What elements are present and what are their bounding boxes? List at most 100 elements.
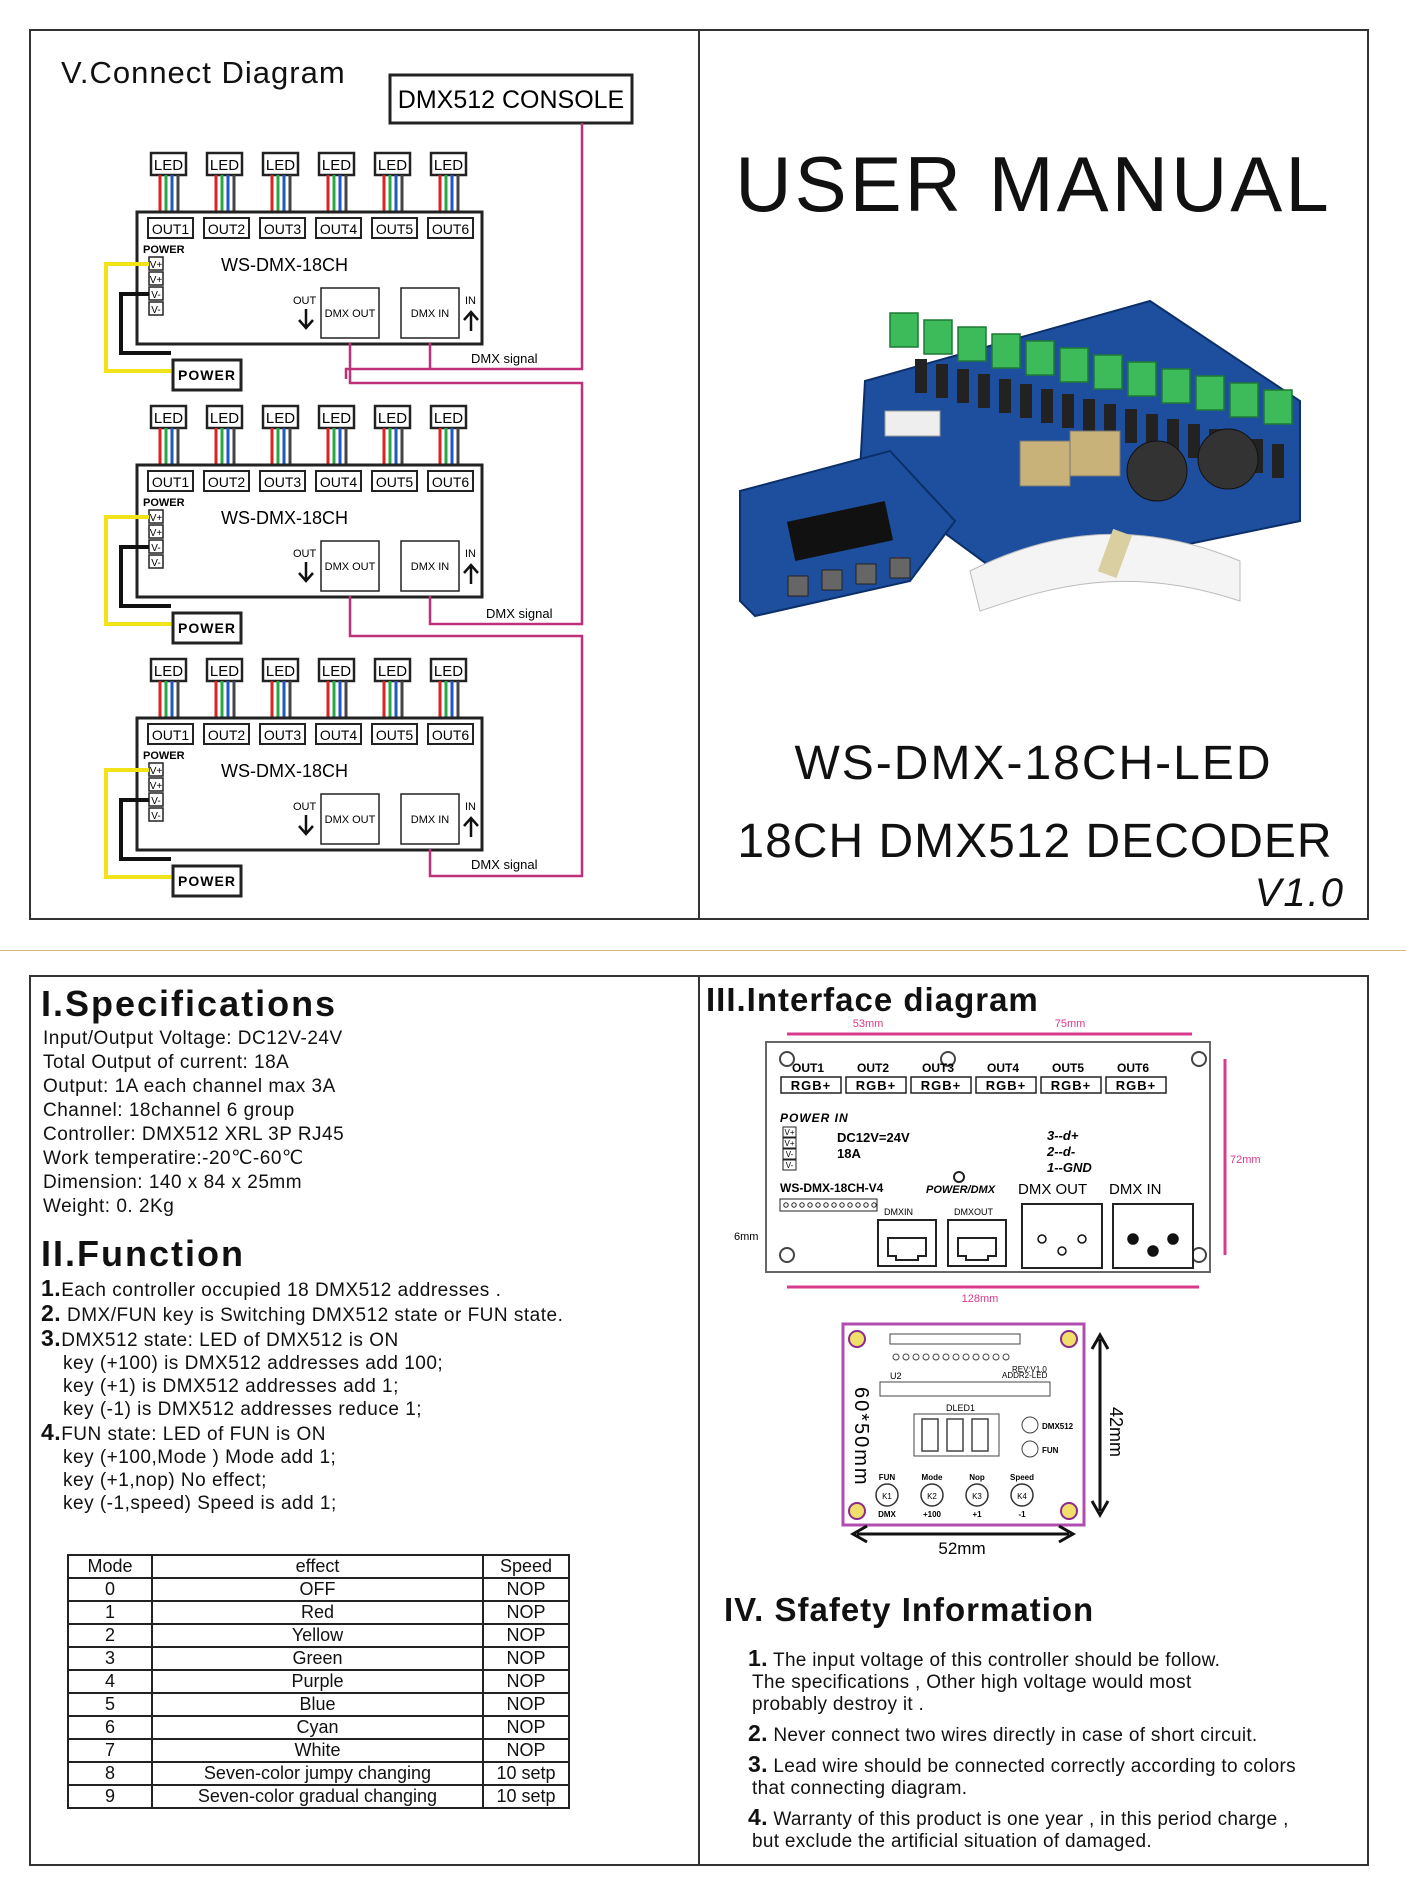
- mode-cell: 4: [67, 1669, 153, 1694]
- pin-box: [148, 777, 164, 792]
- out-label: OUT1: [152, 474, 190, 490]
- dmx-out-label: DMX OUT: [1018, 1181, 1087, 1198]
- safety-num: 2.: [748, 1720, 768, 1746]
- push-button: [821, 569, 843, 591]
- safety-heading: IV. Sfafety Information: [724, 1591, 1095, 1628]
- function-sub: key (+1,nop) No effect;: [63, 1470, 267, 1491]
- push-button: [965, 1483, 989, 1507]
- dim-label: 42mm: [1106, 1407, 1126, 1457]
- out-box: [427, 470, 474, 492]
- console-box: [388, 73, 634, 125]
- led-label: LED: [378, 663, 407, 680]
- transistor: [1041, 389, 1053, 423]
- safety-num: 1.: [748, 1645, 768, 1671]
- terminal-strip: [910, 1076, 972, 1094]
- out-box: [203, 723, 250, 745]
- header-pin: [992, 1353, 1000, 1361]
- mode-cell: 1: [67, 1600, 153, 1625]
- spec-line: Weight: 0. 2Kg: [43, 1196, 175, 1217]
- led-box: [373, 657, 412, 683]
- terminal-block: [1263, 389, 1293, 425]
- power-small: POWER: [143, 244, 185, 256]
- pin-label: V+: [150, 528, 163, 539]
- transistor: [1062, 394, 1074, 428]
- header-pin: [932, 1353, 940, 1361]
- dmx-line: [348, 596, 584, 878]
- xlr-pin: [1077, 1234, 1087, 1244]
- dmx-line: [348, 343, 584, 626]
- button-bottom-label: DMX: [878, 1510, 896, 1519]
- led-box: [205, 657, 244, 683]
- led-label: LED: [322, 663, 351, 680]
- led-box: [205, 404, 244, 430]
- out-box: [315, 723, 362, 745]
- dmx-in-label: DMX IN: [1109, 1181, 1162, 1198]
- xlr-pin: [1037, 1234, 1047, 1244]
- function-sub: key (+100) is DMX512 addresses add 100;: [63, 1353, 444, 1374]
- function-text: DMX512 state: LED of DMX512 is ON: [61, 1330, 399, 1351]
- power-wire-black: [119, 545, 171, 608]
- header-pin: [823, 1202, 829, 1208]
- function-num: 1.: [41, 1275, 62, 1301]
- terminal-block: [1059, 347, 1089, 383]
- spec-line: Input/Output Voltage: DC12V-24V: [43, 1028, 343, 1049]
- dim-arrow-icon: [1090, 1331, 1110, 1519]
- terminal-block: [923, 319, 953, 355]
- u2-label: U2: [890, 1371, 902, 1381]
- out-text: OUT: [293, 295, 317, 307]
- speed-cell: NOP: [482, 1738, 570, 1763]
- speed-cell: NOP: [482, 1715, 570, 1740]
- up-arrow-icon: [463, 563, 479, 584]
- push-button: [1010, 1483, 1034, 1507]
- safety-text: Lead wire should be connected correctly …: [767, 1756, 1296, 1777]
- pin-label: V-: [151, 290, 160, 301]
- safety-list: 1. The input voltage of this controller …: [748, 1647, 1363, 1859]
- safety-line: that connecting diagram.: [752, 1778, 968, 1799]
- pin-box: [782, 1148, 797, 1160]
- seven-seg-digit: [971, 1418, 989, 1452]
- led-label: LED: [378, 410, 407, 427]
- iface-out-label: OUT2: [857, 1061, 889, 1075]
- dmx-out-box: [320, 793, 380, 845]
- out-box: [147, 723, 194, 745]
- function-text: Each controller occupied 18 DMX512 addre…: [61, 1280, 502, 1301]
- pin-box: [148, 807, 164, 822]
- pin-label: V-: [786, 1150, 794, 1159]
- xlr-jack: [1021, 1203, 1103, 1269]
- mode-cell: 0: [67, 1577, 153, 1602]
- push-button: [875, 1483, 899, 1507]
- effect-header: effect: [151, 1554, 484, 1579]
- pin-label: V-: [151, 811, 160, 822]
- out-box: [259, 217, 306, 239]
- rj45-jack: [1069, 430, 1121, 477]
- effect-cell: Seven-color gradual changing: [151, 1784, 484, 1809]
- led-label: LED: [266, 663, 295, 680]
- out-label: OUT1: [152, 727, 190, 743]
- button-top-label: Speed: [1010, 1473, 1034, 1482]
- pin-legend: 2--d-: [1046, 1144, 1075, 1159]
- transistor: [1083, 399, 1095, 433]
- dmx-line: [344, 123, 584, 379]
- header-pin: [892, 1353, 900, 1361]
- xlr-pin: [1057, 1246, 1067, 1256]
- out-box: [203, 217, 250, 239]
- terminal-strip: [1105, 1076, 1167, 1094]
- pin-box: [782, 1137, 797, 1149]
- iface-out-label: OUT5: [1052, 1061, 1084, 1075]
- transistor: [915, 359, 927, 393]
- effect-cell: Yellow: [151, 1623, 484, 1648]
- led-box: [373, 404, 412, 430]
- dmx-out-label: DMX OUT: [325, 308, 376, 320]
- dmx-in-box: [400, 287, 460, 339]
- effect-cell: Seven-color jumpy changing: [151, 1761, 484, 1786]
- amps-label: 18A: [837, 1146, 861, 1161]
- header-pin: [807, 1202, 813, 1208]
- function-text: FUN state: LED of FUN is ON: [61, 1424, 326, 1445]
- mode-cell: 3: [67, 1646, 153, 1671]
- header-pin: [972, 1353, 980, 1361]
- led-icon: [953, 1171, 965, 1183]
- safety-item: 1. The input voltage of this controller …: [748, 1647, 1363, 1716]
